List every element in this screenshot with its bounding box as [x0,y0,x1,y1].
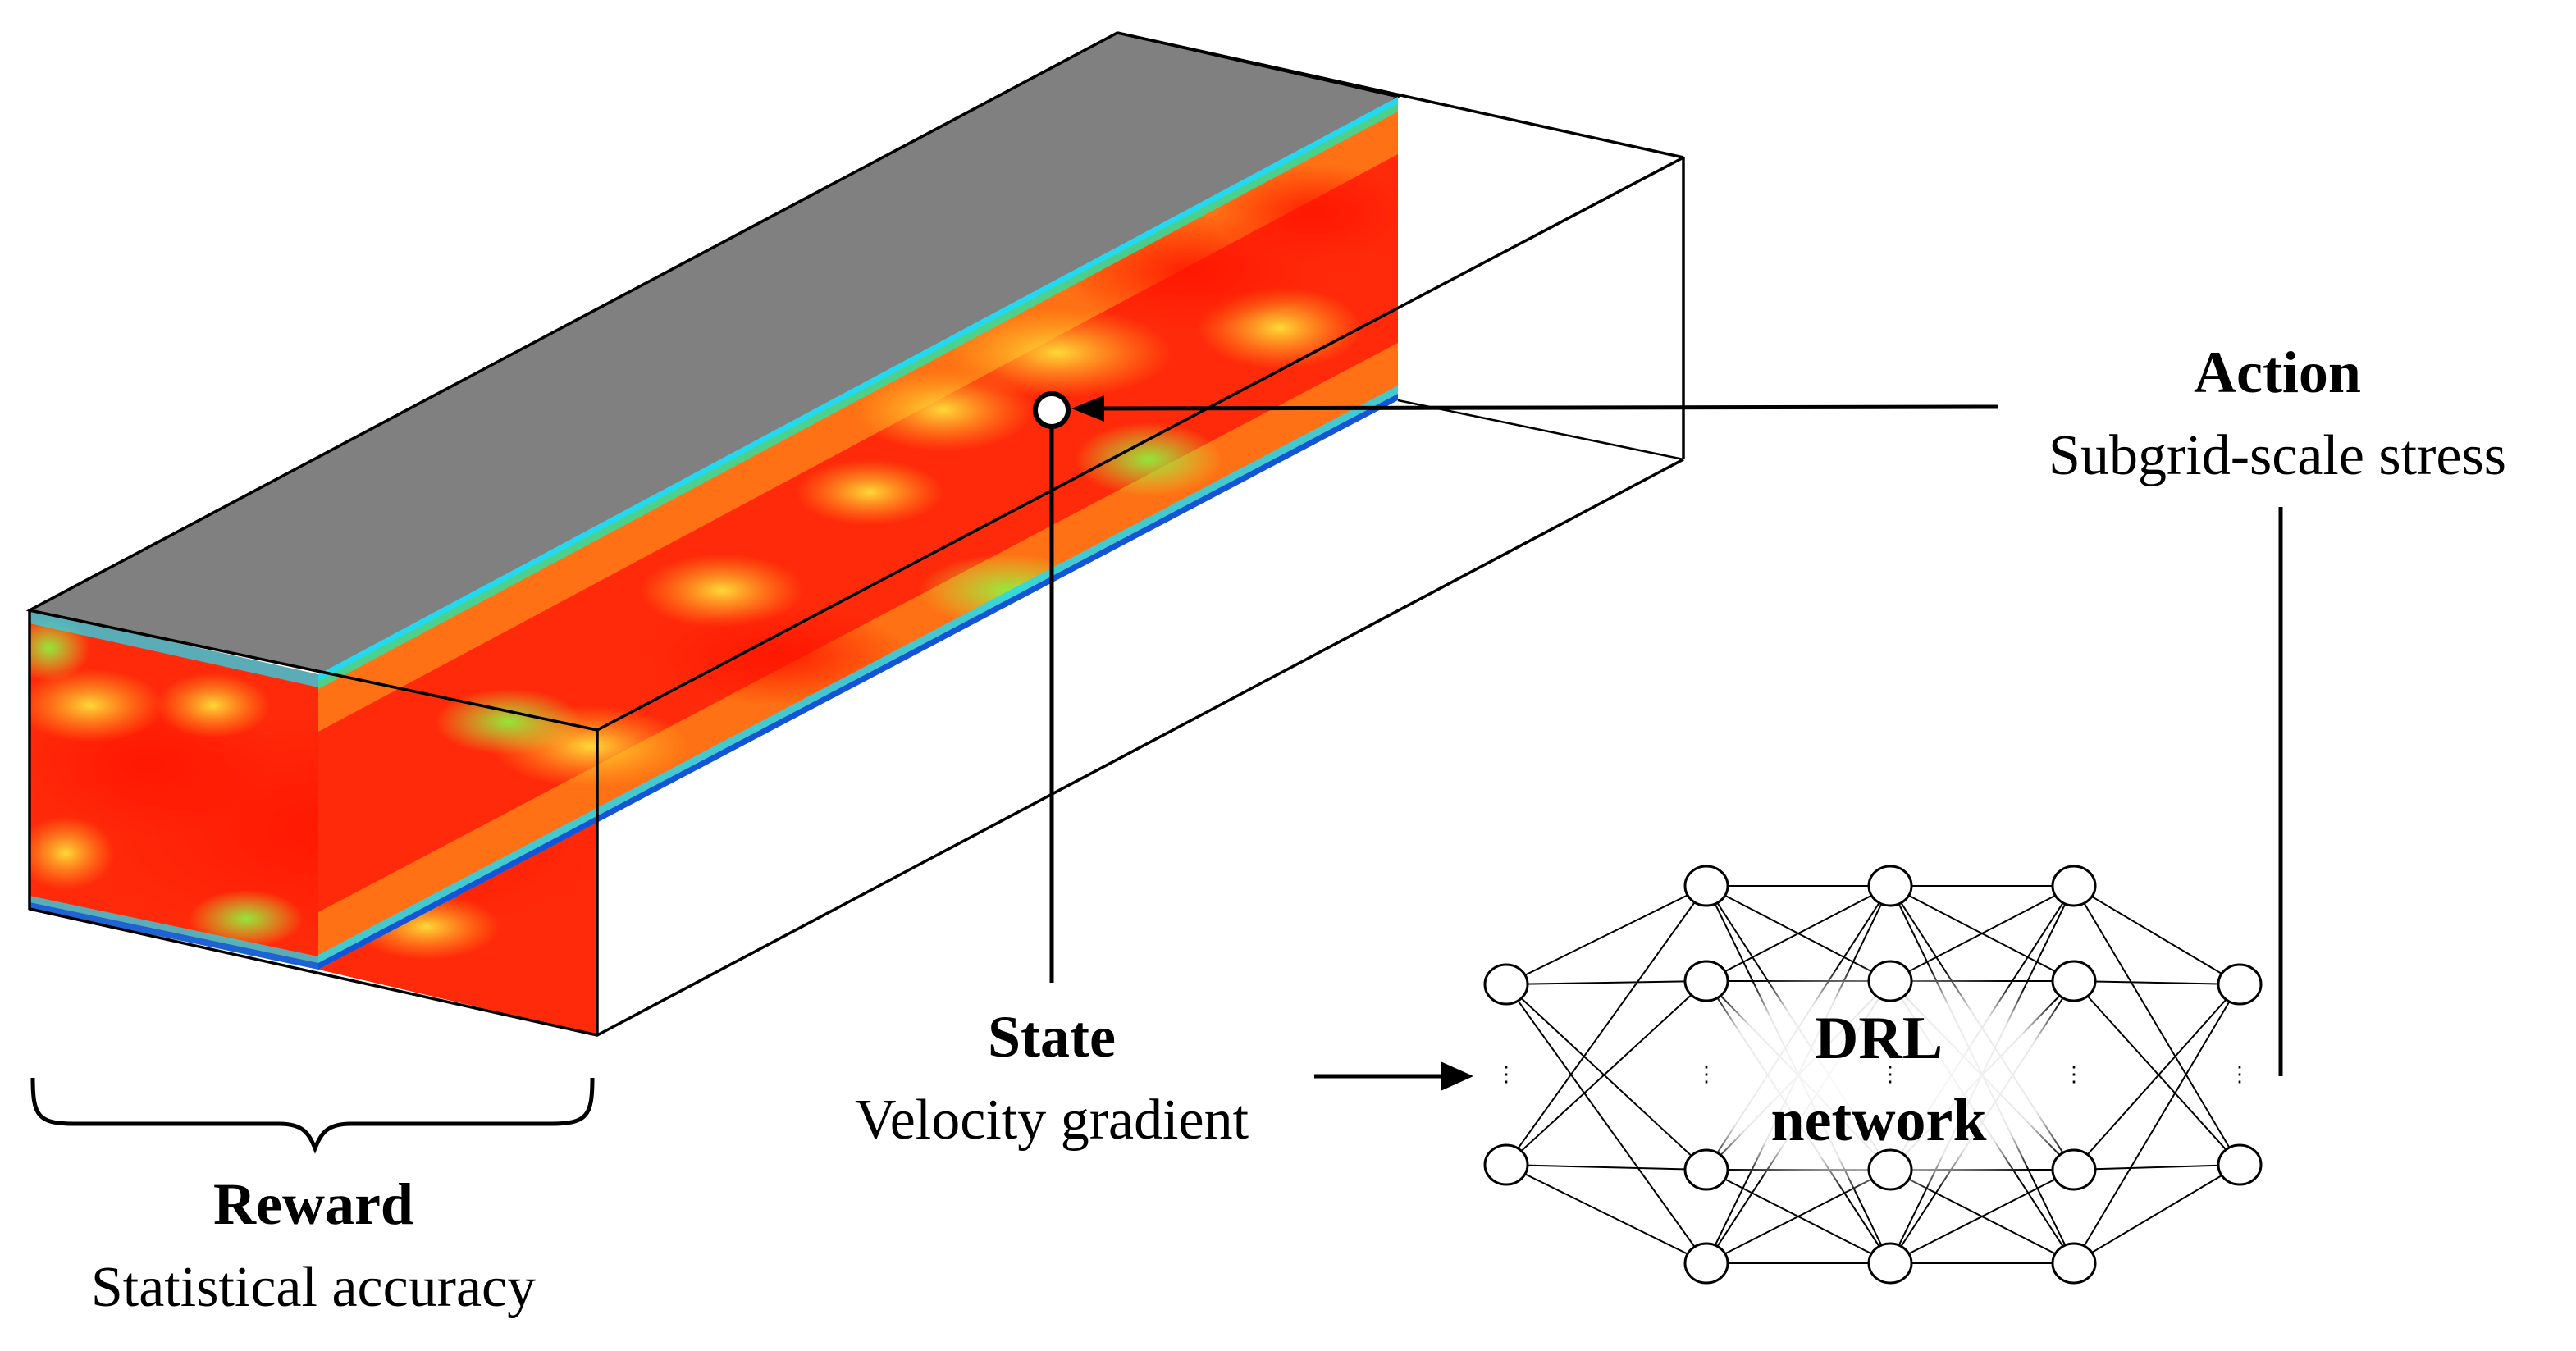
layer-ellipsis: ⋮ [1696,1062,1717,1086]
network-connection [2073,980,2240,985]
network-connection [2073,984,2240,1264]
action-title: Action [2194,340,2361,405]
network-connection [1889,885,2075,982]
network-label-backdrop [1633,965,2125,1194]
network-layer-ellipsis: ⋮ ⋮ ⋮ ⋮ ⋮ [1496,1062,2250,1086]
state-arrowhead [1441,1061,1473,1091]
network-neuron [1683,865,1729,907]
layer-ellipsis: ⋮ [2229,1062,2250,1086]
network-connection [1706,885,1891,982]
network-label-line1: DRL [1815,1005,1943,1072]
action-arrowhead [1071,395,1104,422]
reward-title: Reward [213,1171,413,1237]
network-neuron [1483,963,1529,1006]
network-connection [2073,885,2240,985]
network-neuron [1867,1148,1913,1191]
network-connection [1505,980,1707,985]
network-connection [1889,1169,2075,1264]
network-neuron [1867,960,1913,1002]
network-neuron [2051,865,2097,907]
network-neuron [1867,865,1913,907]
network-connection [1505,1164,1707,1264]
state-title: State [988,1004,1116,1070]
network-connection [1505,885,1707,1166]
network-neuron [1483,1143,1529,1186]
network-neuron [2051,960,2097,1002]
network-label-line2: network [1770,1087,1987,1154]
connector-lines [1049,395,2283,1091]
action-connector [1080,404,1999,411]
state-subtitle: Velocity gradient [855,1089,1249,1152]
channel-flow-box [25,31,1685,1037]
network-neuron [1867,1242,1913,1285]
network-neuron [2217,963,2263,1006]
network-neuron [1683,960,1729,1002]
reward-subtitle: Statistical accuracy [91,1256,536,1319]
network-neurons [1483,865,2263,1285]
network-connection [1505,885,1707,985]
velocity-contour-mid-plane [318,97,1398,970]
network-connection [1505,984,1707,1264]
network-neuron [2051,1242,2097,1285]
box-wireframe [28,31,1685,1037]
network-connection [2073,1164,2240,1264]
probe-point [1033,391,1071,429]
reward-brace [30,1077,595,1154]
drl-network: ⋮ ⋮ ⋮ ⋮ ⋮ DRL network [1483,865,2263,1285]
network-connection [1505,1164,1707,1171]
action-subtitle: Subgrid-scale stress [2048,424,2506,487]
network-neuron [2217,1143,2263,1186]
network-connection [2073,1164,2240,1171]
network-neuron [1683,1148,1729,1191]
network-connection [2073,984,2240,1171]
layer-ellipsis: ⋮ [2063,1062,2085,1086]
layer-ellipsis: ⋮ [1496,1062,1517,1086]
network-connection [2073,980,2240,1166]
layer-ellipsis: ⋮ [1879,1062,1901,1086]
network-connection [2073,885,2240,1166]
network-neuron [2051,1148,2097,1191]
network-neuron [1683,1242,1729,1285]
network-connection [1505,980,1707,1166]
